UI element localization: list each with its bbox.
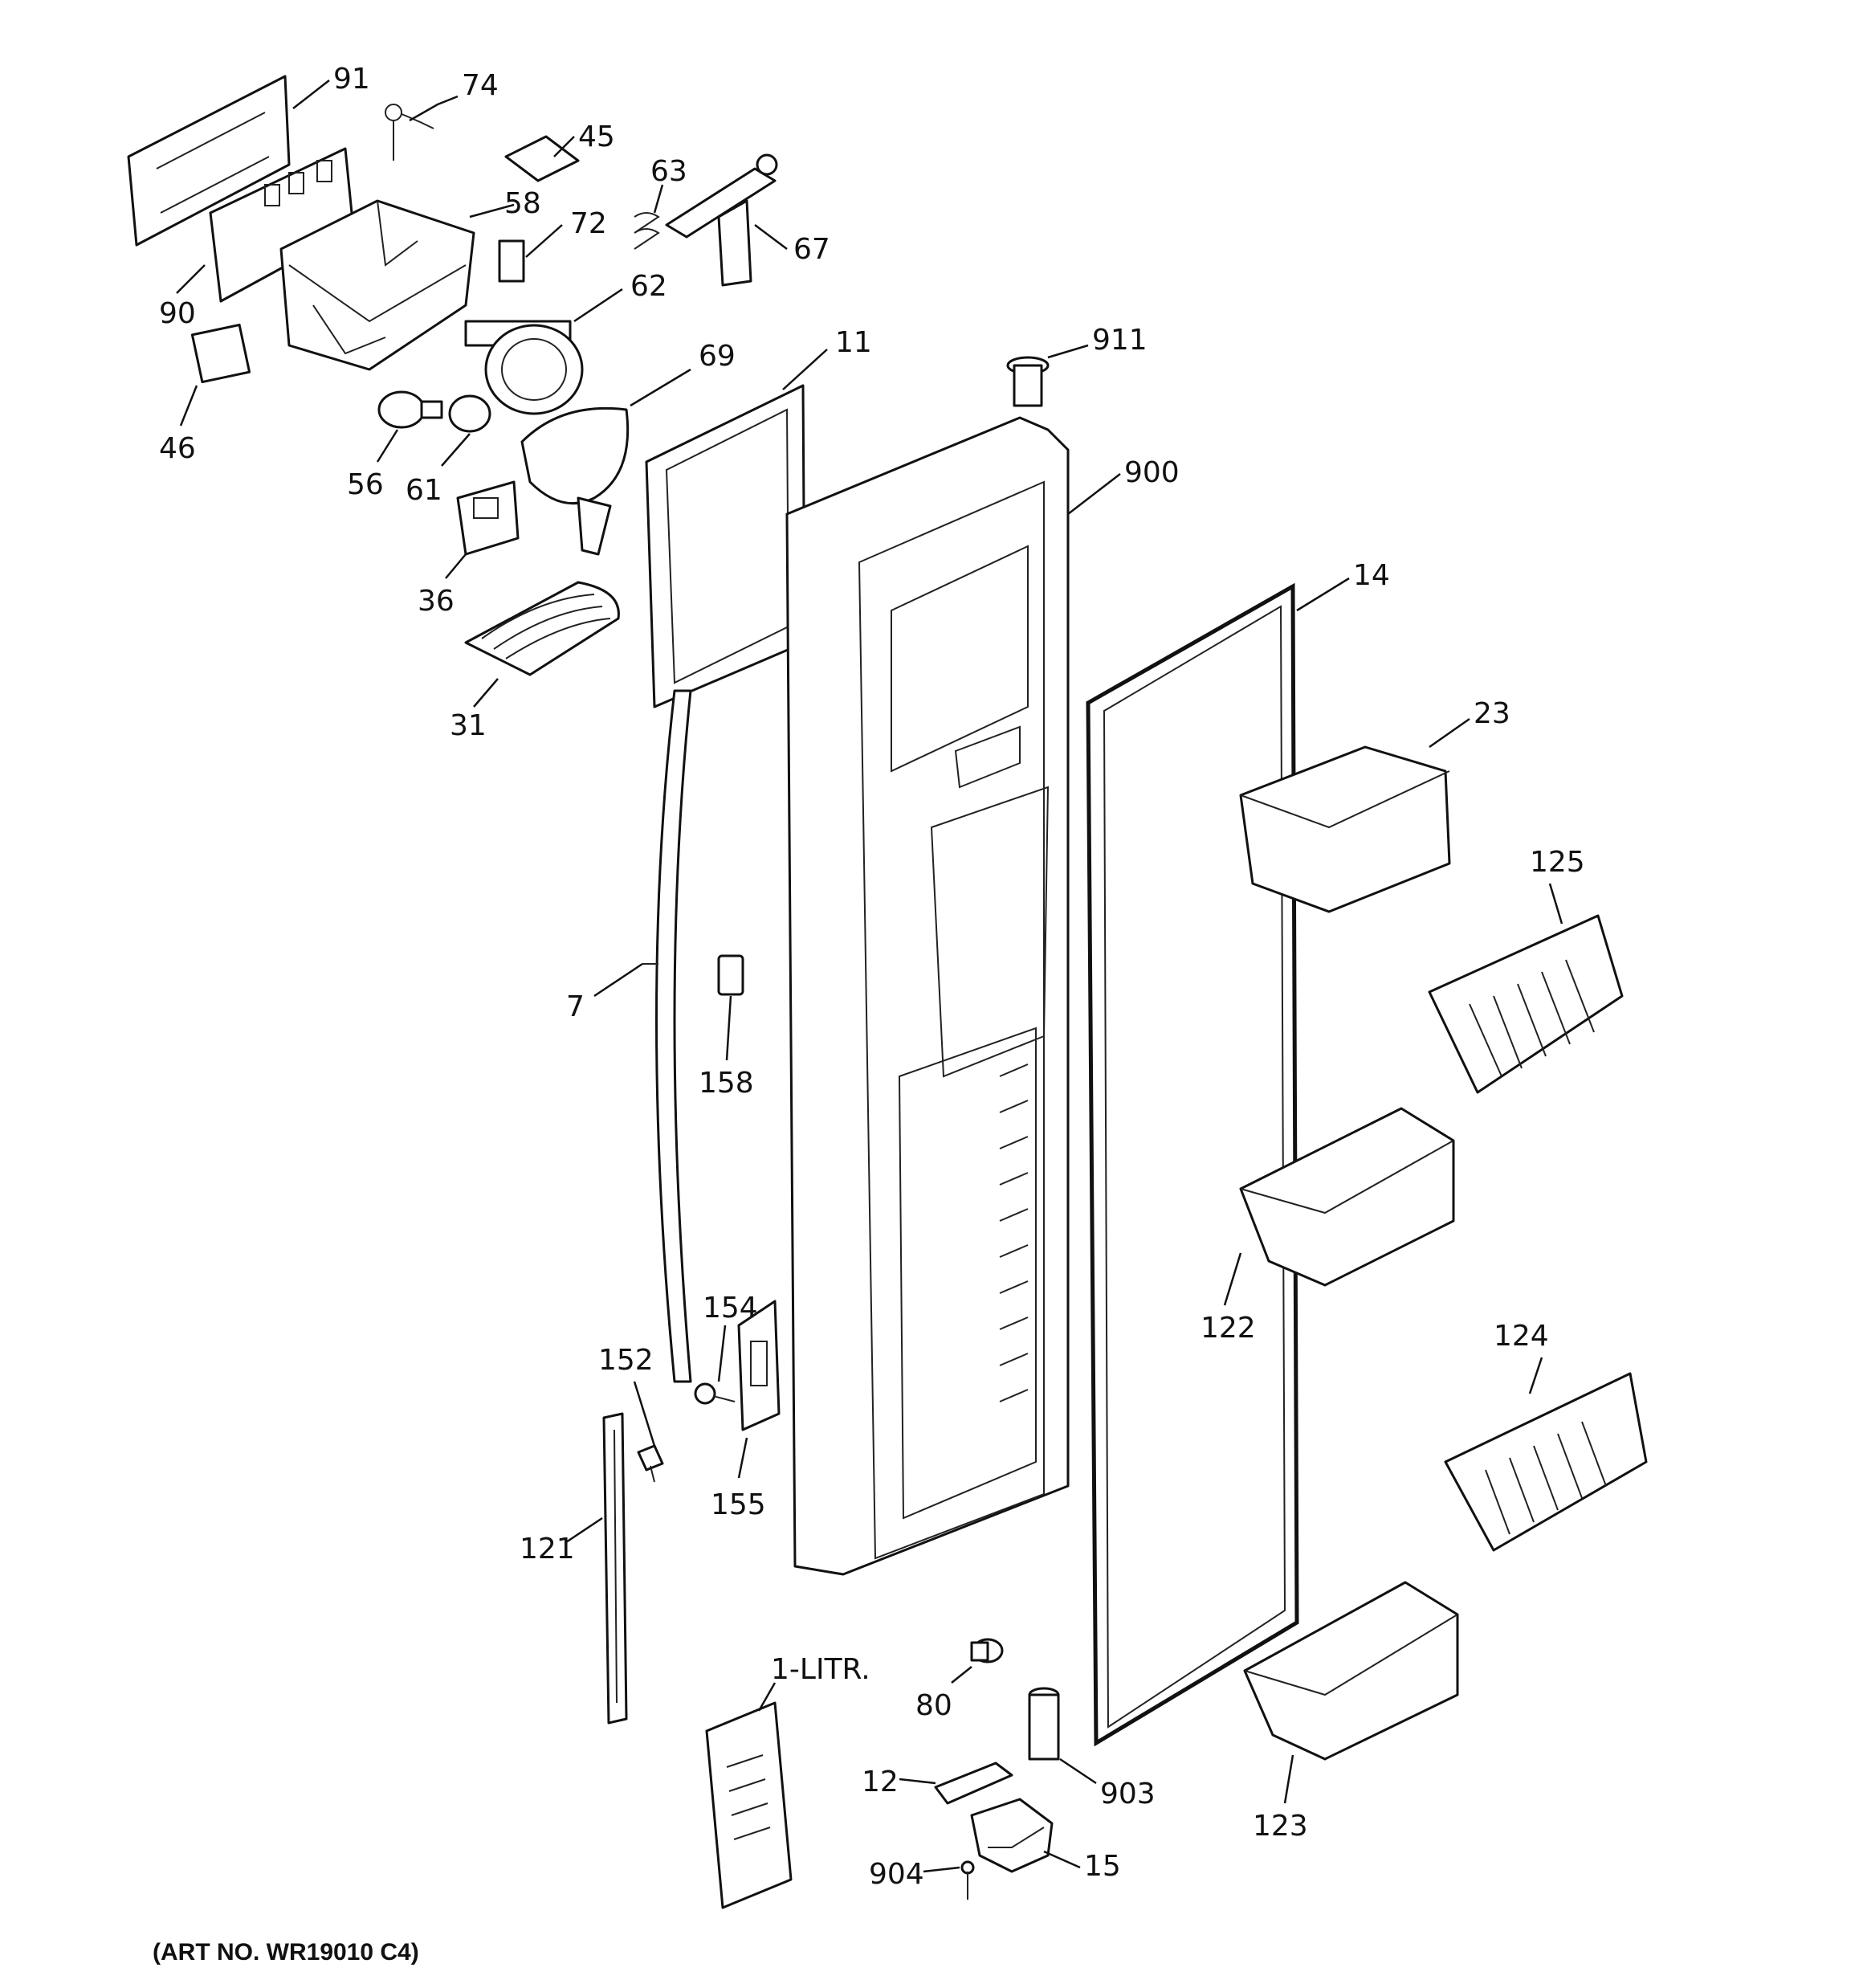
part-bushing-911: [1006, 356, 1050, 407]
callout-152: 152: [598, 1344, 654, 1377]
part-hinge-155: [737, 1300, 781, 1431]
callout-11: 11: [835, 326, 872, 359]
callout-7: 7: [566, 990, 585, 1023]
part-frame-11: [645, 384, 806, 708]
callout-69: 69: [699, 340, 736, 373]
callout-155: 155: [711, 1488, 766, 1521]
part-bulb-56: [377, 390, 443, 429]
part-pin-903: [1028, 1687, 1060, 1761]
part-grille-31: [464, 581, 620, 676]
part-shim-12: [934, 1761, 1013, 1805]
callout-900: 900: [1124, 456, 1180, 489]
callout-56: 56: [347, 468, 384, 501]
callout-122: 122: [1201, 1312, 1256, 1345]
callout-124: 124: [1494, 1320, 1549, 1353]
part-bracket-45: [504, 135, 580, 182]
callout-91: 91: [333, 63, 370, 96]
part-clip-158: [717, 954, 744, 996]
part-door-900: [785, 416, 1070, 1576]
part-socket-61: [448, 394, 491, 433]
part-bin-122: [1239, 1107, 1455, 1287]
callout-67: 67: [793, 233, 830, 266]
part-actuator-67: [665, 153, 778, 287]
callout-123: 123: [1253, 1810, 1308, 1843]
part-bin-123: [1243, 1581, 1459, 1761]
callout-62: 62: [630, 270, 667, 303]
callout-90: 90: [159, 297, 196, 330]
art-number-caption: (ART NO. WR19010 C4): [153, 1939, 419, 1966]
callout-904: 904: [869, 1858, 924, 1891]
callout-58: 58: [504, 187, 541, 220]
callout-23: 23: [1474, 697, 1510, 730]
part-hinge-15: [970, 1798, 1054, 1873]
part-cover-46: [190, 323, 251, 384]
callout-80: 80: [915, 1689, 952, 1722]
callout-1litr: 1-LITR.: [771, 1653, 870, 1686]
callout-15: 15: [1084, 1850, 1121, 1883]
part-literature: [705, 1701, 793, 1909]
callout-31: 31: [450, 709, 487, 742]
callout-911: 911: [1092, 324, 1148, 357]
part-trim-121: [602, 1412, 628, 1725]
callout-903: 903: [1100, 1778, 1156, 1810]
part-plug-80: [970, 1638, 1004, 1663]
part-basket-125: [1428, 914, 1624, 1094]
callout-158: 158: [699, 1067, 754, 1100]
callout-72: 72: [570, 207, 607, 240]
part-dispenser-housing: [279, 199, 475, 371]
part-spring-74: [385, 104, 434, 161]
callout-125: 125: [1530, 846, 1585, 879]
part-chute-69: [520, 406, 630, 556]
part-switch-72: [498, 239, 525, 283]
part-bin-23: [1239, 745, 1451, 913]
part-spring-63: [634, 212, 660, 250]
callout-46: 46: [159, 432, 196, 465]
part-screw-904: [960, 1860, 975, 1900]
callout-45: 45: [578, 120, 615, 153]
callout-14: 14: [1353, 559, 1390, 592]
callout-63: 63: [650, 155, 687, 188]
callout-12: 12: [862, 1766, 899, 1798]
callout-61: 61: [406, 474, 442, 507]
part-ring-62: [464, 320, 584, 415]
callout-36: 36: [418, 585, 455, 618]
part-control-plate: [127, 75, 291, 247]
part-basket-124: [1444, 1372, 1648, 1552]
callouts: 91 74 45 63 58 72 67 90 62 46 69 11 911 …: [159, 63, 1585, 1891]
part-handle-7: [642, 689, 692, 1383]
callout-121: 121: [520, 1533, 575, 1565]
callout-154: 154: [703, 1292, 758, 1325]
leader-lines: [176, 80, 1563, 1873]
part-screw-154: [694, 1382, 736, 1405]
part-bracket-36: [456, 480, 520, 556]
callout-74: 74: [462, 69, 499, 102]
part-gasket-14: [1086, 582, 1299, 1747]
part-screw-152: [637, 1444, 664, 1483]
